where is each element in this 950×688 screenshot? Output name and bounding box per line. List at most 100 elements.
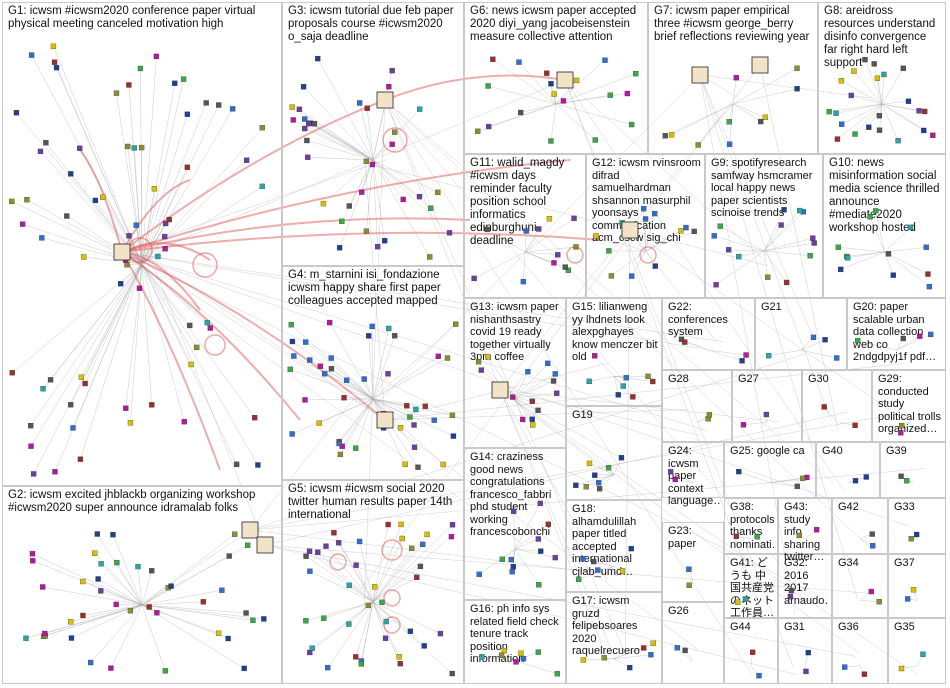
hub-node-avatar[interactable]	[256, 536, 274, 554]
node[interactable]	[516, 59, 522, 65]
node[interactable]	[113, 601, 119, 608]
node[interactable]	[149, 402, 155, 408]
node[interactable]	[369, 161, 376, 168]
group-g22[interactable]: G22: conferences system	[662, 298, 755, 370]
node[interactable]	[605, 465, 612, 471]
node[interactable]	[428, 205, 434, 211]
node[interactable]	[765, 352, 772, 359]
node[interactable]	[449, 670, 455, 677]
node[interactable]	[535, 536, 542, 542]
node[interactable]	[711, 233, 717, 239]
node[interactable]	[415, 464, 421, 470]
hub-node-avatar[interactable]	[241, 521, 259, 539]
node[interactable]	[852, 422, 858, 429]
group-g28[interactable]: G28	[662, 370, 732, 442]
node[interactable]	[545, 521, 551, 527]
node[interactable]	[450, 433, 457, 439]
node[interactable]	[68, 635, 75, 641]
node[interactable]	[127, 608, 134, 614]
node[interactable]	[162, 245, 168, 252]
node[interactable]	[895, 137, 901, 144]
node[interactable]	[435, 353, 441, 360]
node[interactable]	[252, 415, 258, 421]
node[interactable]	[545, 360, 551, 367]
node[interactable]	[838, 266, 844, 273]
node[interactable]	[364, 105, 370, 111]
node[interactable]	[411, 444, 418, 450]
node[interactable]	[606, 248, 612, 254]
node[interactable]	[365, 602, 371, 609]
node[interactable]	[216, 102, 222, 108]
node[interactable]	[662, 133, 668, 139]
node[interactable]	[717, 223, 723, 229]
node[interactable]	[162, 220, 169, 227]
node[interactable]	[440, 461, 446, 468]
node[interactable]	[866, 124, 872, 130]
node[interactable]	[548, 81, 554, 87]
node[interactable]	[399, 535, 405, 542]
node[interactable]	[402, 461, 408, 468]
node[interactable]	[371, 584, 378, 590]
node[interactable]	[255, 462, 261, 468]
node[interactable]	[518, 109, 524, 116]
node[interactable]	[874, 75, 881, 81]
node[interactable]	[682, 339, 688, 345]
hub-node-avatar[interactable]	[376, 411, 394, 429]
node[interactable]	[9, 198, 15, 205]
node[interactable]	[180, 76, 187, 82]
node[interactable]	[476, 571, 482, 577]
node[interactable]	[873, 208, 879, 214]
node[interactable]	[726, 119, 732, 125]
node[interactable]	[307, 568, 313, 574]
node[interactable]	[398, 521, 404, 528]
node[interactable]	[763, 411, 770, 418]
node[interactable]	[870, 543, 876, 549]
node[interactable]	[303, 618, 309, 624]
node[interactable]	[154, 610, 160, 616]
node[interactable]	[510, 564, 516, 570]
node[interactable]	[68, 402, 74, 408]
node[interactable]	[136, 285, 143, 291]
node[interactable]	[586, 378, 592, 385]
node[interactable]	[200, 599, 207, 605]
node[interactable]	[311, 121, 318, 127]
node[interactable]	[601, 655, 607, 661]
node[interactable]	[920, 651, 926, 657]
node[interactable]	[510, 394, 516, 400]
node[interactable]	[379, 599, 385, 606]
node[interactable]	[28, 52, 35, 58]
node[interactable]	[478, 367, 485, 373]
node[interactable]	[261, 616, 267, 622]
group-g8[interactable]: G8: areidross resources understand disin…	[818, 2, 946, 154]
node[interactable]	[80, 578, 86, 585]
node[interactable]	[678, 336, 685, 342]
node[interactable]	[335, 540, 342, 546]
node[interactable]	[108, 665, 114, 671]
node[interactable]	[628, 121, 635, 128]
node[interactable]	[52, 469, 58, 475]
node[interactable]	[50, 43, 57, 50]
node[interactable]	[94, 531, 100, 537]
node[interactable]	[245, 542, 251, 548]
node[interactable]	[369, 323, 375, 330]
node[interactable]	[765, 274, 771, 280]
node[interactable]	[259, 125, 265, 131]
group-g36[interactable]: G36	[832, 618, 888, 684]
node[interactable]	[133, 222, 139, 228]
node[interactable]	[204, 319, 210, 326]
node[interactable]	[834, 355, 840, 361]
group-g9[interactable]: G9: spotifyresearch samfway hsmcramer lo…	[705, 154, 823, 298]
node[interactable]	[40, 584, 46, 590]
node[interactable]	[852, 478, 859, 484]
node[interactable]	[921, 127, 927, 134]
node[interactable]	[288, 322, 294, 328]
node[interactable]	[861, 671, 868, 677]
node[interactable]	[535, 407, 541, 414]
node[interactable]	[421, 643, 427, 649]
node[interactable]	[416, 193, 423, 200]
node[interactable]	[306, 548, 313, 554]
node[interactable]	[833, 110, 839, 116]
node[interactable]	[530, 422, 536, 428]
node[interactable]	[586, 460, 593, 467]
node[interactable]	[422, 403, 428, 409]
